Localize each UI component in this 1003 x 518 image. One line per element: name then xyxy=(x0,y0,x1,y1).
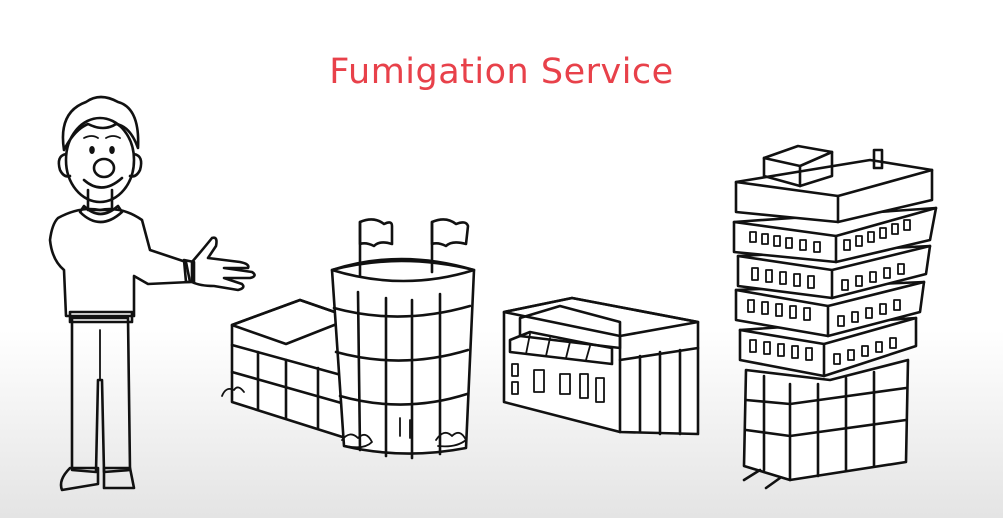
page-title: Fumigation Service xyxy=(329,52,674,92)
office-building-with-flags xyxy=(221,218,476,460)
presenter-man xyxy=(48,95,256,492)
stacked-tower-building xyxy=(732,144,938,490)
shop-with-awning xyxy=(502,296,700,436)
